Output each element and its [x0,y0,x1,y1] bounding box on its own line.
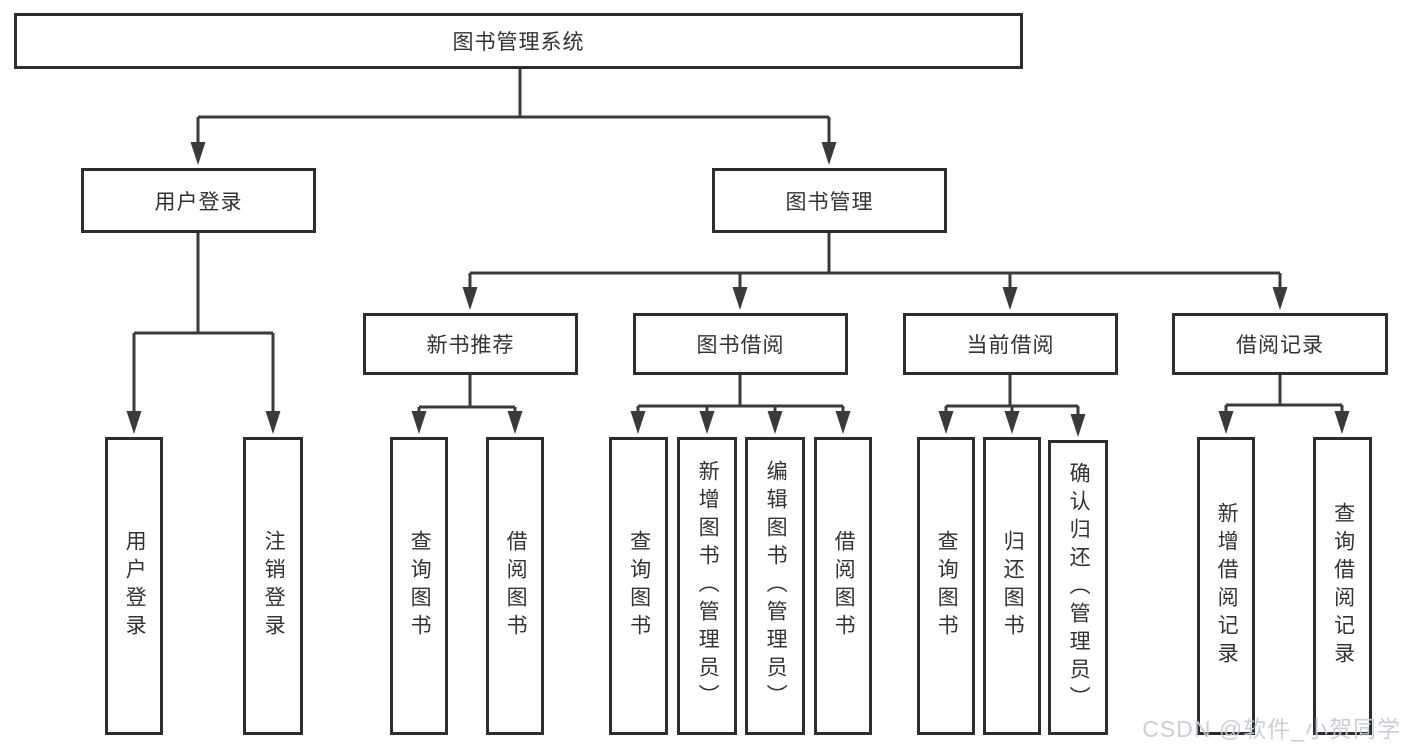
leaf-add-book-admin: 新增图书（管理员） [677,437,737,735]
leaf-logout: 注销登录 [243,437,303,735]
node-book-management: 图书管理 [712,168,947,233]
node-current-borrow: 当前借阅 [903,313,1118,375]
connector-paths [132,69,1344,419]
node-new-book-recommend-label: 新书推荐 [426,334,515,357]
leaf-user-login: 用户登录 [105,437,163,735]
leaf-logout-label: 注销登录 [262,530,286,642]
leaf-confirm-return-admin: 确认归还（管理员） [1048,440,1108,735]
leaf-borrow-books-recommend: 借阅图书 [486,437,544,735]
leaf-query-books-recommend-label: 查询图书 [408,530,432,642]
leaf-edit-book-admin-label: 编辑图书（管理员） [764,460,788,712]
node-user-login: 用户登录 [81,168,316,233]
node-root-system: 图书管理系统 [14,13,1023,69]
leaf-query-borrow-record: 查询借阅记录 [1313,437,1372,735]
leaf-return-books-label: 归还图书 [1001,530,1025,642]
leaf-add-borrow-record: 新增借阅记录 [1197,437,1255,735]
leaf-add-book-admin-label: 新增图书（管理员） [696,460,720,712]
leaf-query-books-current: 查询图书 [917,437,975,735]
leaf-edit-book-admin: 编辑图书（管理员） [745,437,805,735]
leaf-user-login-label: 用户登录 [123,530,147,642]
node-new-book-recommend: 新书推荐 [363,313,578,375]
leaf-query-books-recommend: 查询图书 [390,437,448,735]
leaf-query-books-borrow: 查询图书 [609,437,668,735]
node-borrow-records-label: 借阅记录 [1236,334,1324,357]
leaf-add-borrow-record-label: 新增借阅记录 [1215,502,1239,670]
node-book-management-label: 图书管理 [785,190,874,214]
leaf-query-books-borrow-label: 查询图书 [627,530,651,642]
node-book-borrow-label: 图书借阅 [696,334,785,357]
leaf-query-borrow-record-label: 查询借阅记录 [1331,502,1355,670]
arrowheads [126,142,1350,437]
leaf-query-books-current-label: 查询图书 [935,530,959,642]
leaf-borrow-books-label: 借阅图书 [832,530,856,642]
leaf-borrow-books: 借阅图书 [814,437,872,735]
leaf-borrow-books-recommend-label: 借阅图书 [504,530,528,642]
node-current-borrow-label: 当前借阅 [966,334,1055,357]
leaf-confirm-return-admin-label: 确认归还（管理员） [1067,461,1091,714]
leaf-return-books: 归还图书 [983,437,1041,735]
csdn-watermark: CSDN @软件_小贺同学 [1142,716,1401,742]
node-root-label: 图书管理系统 [452,31,585,54]
node-borrow-records: 借阅记录 [1172,313,1388,375]
node-user-login-label: 用户登录 [154,190,243,214]
node-book-borrow: 图书借阅 [633,313,848,375]
